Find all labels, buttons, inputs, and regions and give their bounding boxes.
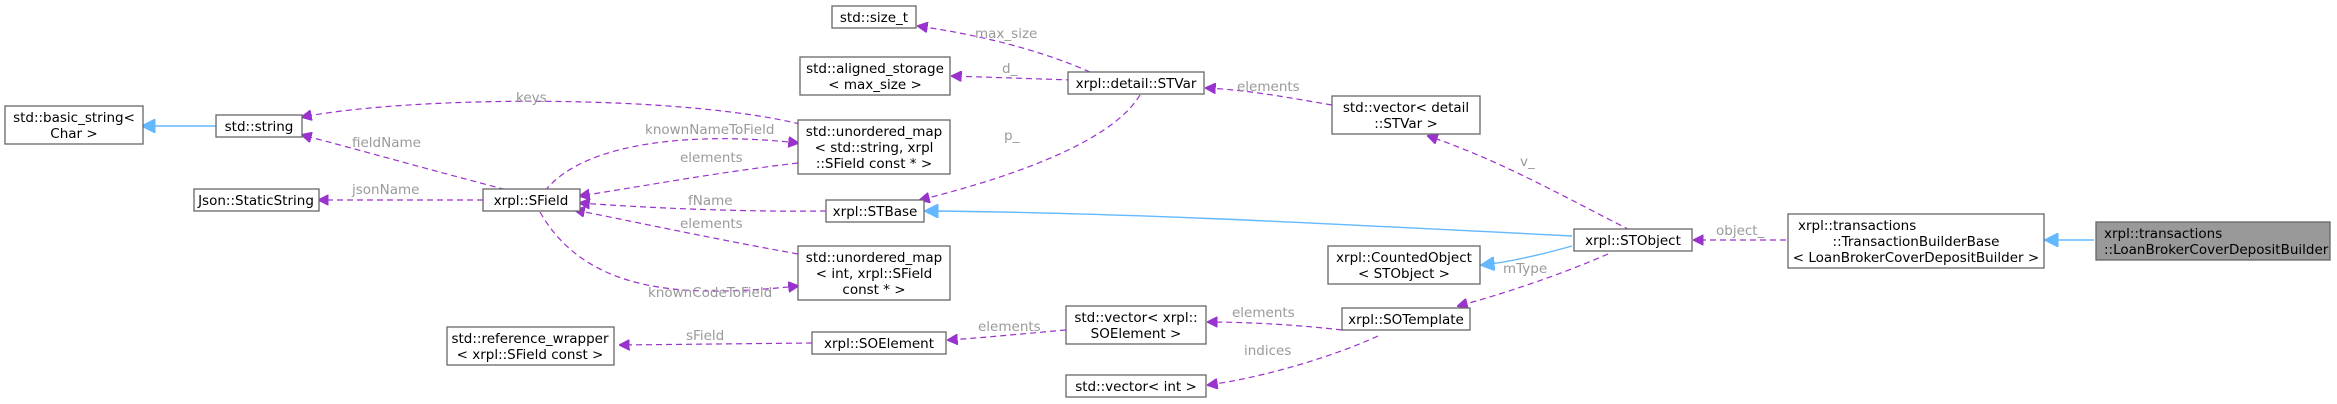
- edge-counted_object_to_stobject: [1482, 245, 1573, 265]
- svg-text:< max_size >: < max_size >: [828, 77, 922, 93]
- node-counted-object[interactable]: xrpl::CountedObject < STObject >: [1327, 245, 1481, 285]
- svg-text:const * >: const * >: [842, 282, 905, 298]
- edges-layer: keys fieldName jsonName knownNameToField…: [143, 26, 2094, 385]
- svg-text:xrpl::SField: xrpl::SField: [494, 193, 569, 209]
- node-stvar[interactable]: xrpl::detail::STVar: [1067, 71, 1205, 95]
- svg-text:std::aligned_storage: std::aligned_storage: [806, 61, 944, 77]
- edge-label-knownNameToField: knownNameToField: [645, 122, 774, 138]
- svg-text:::TransactionBuilderBase: ::TransactionBuilderBase: [1833, 234, 2000, 250]
- node-vector-soelement[interactable]: std::vector< xrpl:: SOElement >: [1065, 305, 1207, 345]
- edge-stbase_to_stobject: [926, 211, 1573, 237]
- svg-text:xrpl::STObject: xrpl::STObject: [1585, 233, 1681, 249]
- edge-string_to_sfield_fieldname: [302, 135, 516, 193]
- edge-umap_string_to_sfield: [580, 162, 799, 196]
- node-soelement[interactable]: xrpl::SOElement: [811, 331, 947, 355]
- svg-text:xrpl::CountedObject: xrpl::CountedObject: [1336, 250, 1472, 266]
- svg-text:< int, xrpl::SField: < int, xrpl::SField: [816, 266, 932, 282]
- svg-text:std::size_t: std::size_t: [840, 10, 908, 26]
- svg-text:Char >: Char >: [50, 126, 97, 142]
- node-vector-stvar[interactable]: std::vector< detail ::STVar >: [1331, 95, 1481, 135]
- edge-sfield_to_umap_string: [544, 139, 798, 192]
- node-unordered-map-string[interactable]: std::unordered_map < std::string, xrpl :…: [797, 119, 951, 175]
- node-json-static-string[interactable]: Json::StaticString: [193, 188, 320, 212]
- svg-text:::SField const * >: ::SField const * >: [816, 156, 932, 172]
- node-stbase[interactable]: xrpl::STBase: [825, 199, 925, 223]
- edge-sfield_to_umap_int: [539, 211, 798, 291]
- svg-text:< xrpl::SField const >: < xrpl::SField const >: [457, 347, 604, 363]
- nodes-layer: std::basic_string< Char > std::string Js…: [4, 5, 2331, 398]
- edge-vector_soelement_to_sotemplate: [1208, 322, 1343, 331]
- svg-text:xrpl::detail::STVar: xrpl::detail::STVar: [1076, 76, 1197, 92]
- edge-sfield_to_stbase: [580, 203, 827, 212]
- node-transaction-builder-base[interactable]: xrpl::transactions ::TransactionBuilderB…: [1787, 213, 2045, 269]
- svg-text:std::string: std::string: [225, 119, 294, 135]
- node-aligned-storage[interactable]: std::aligned_storage < max_size >: [799, 56, 951, 96]
- node-std-string[interactable]: std::string: [215, 114, 303, 138]
- edge-umap_int_to_sfield: [575, 210, 799, 255]
- svg-text:xrpl::transactions: xrpl::transactions: [2104, 226, 2222, 242]
- edge-label-elements-3: elements: [1237, 79, 1300, 95]
- edge-label-elements-2: elements: [680, 216, 743, 232]
- svg-text:< STObject >: < STObject >: [1358, 266, 1450, 282]
- edge-stbase_to_stvar: [920, 94, 1141, 200]
- svg-text:< LoanBrokerCoverDepositBuilde: < LoanBrokerCoverDepositBuilder >: [1793, 250, 2039, 266]
- node-sfield[interactable]: xrpl::SField: [482, 188, 581, 212]
- node-vector-int[interactable]: std::vector< int >: [1065, 374, 1207, 398]
- edge-label-fName: fName: [688, 193, 733, 209]
- svg-text:std::vector< xrpl::: std::vector< xrpl::: [1074, 310, 1197, 326]
- edge-label-v_: v_: [1520, 154, 1535, 170]
- node-sotemplate[interactable]: xrpl::SOTemplate: [1341, 307, 1471, 331]
- svg-text:xrpl::transactions: xrpl::transactions: [1798, 218, 1916, 234]
- edge-label-indices: indices: [1244, 343, 1291, 359]
- edge-string_to_umap_keys: [302, 100, 801, 125]
- edge-reference_wrapper_to_soelement: [620, 343, 813, 345]
- svg-text:std::unordered_map: std::unordered_map: [806, 124, 942, 140]
- edge-label-p_: p_: [1004, 128, 1020, 144]
- edge-label-d_: d_: [1002, 61, 1018, 77]
- edge-aligned_storage_to_stvar: [952, 76, 1073, 80]
- svg-text:std::unordered_map: std::unordered_map: [806, 250, 942, 266]
- edge-sotemplate_to_stobject: [1458, 253, 1609, 306]
- edge-label-elements-1: elements: [680, 150, 743, 166]
- node-stobject[interactable]: xrpl::STObject: [1573, 228, 1693, 252]
- svg-text:std::vector< int >: std::vector< int >: [1075, 379, 1197, 395]
- edge-vector_int_to_sotemplate: [1208, 335, 1379, 385]
- edge-label-object_: object_: [1716, 223, 1765, 239]
- svg-text:SOElement >: SOElement >: [1091, 326, 1182, 342]
- svg-text:::LoanBrokerCoverDepositBuilde: ::LoanBrokerCoverDepositBuilder: [2104, 242, 2329, 258]
- svg-text:xrpl::SOElement: xrpl::SOElement: [824, 336, 934, 352]
- edge-stvar_to_vector_stvar: [1206, 88, 1333, 106]
- node-basic-string[interactable]: std::basic_string< Char >: [4, 105, 144, 145]
- edge-label-jsonName: jsonName: [351, 182, 419, 198]
- node-reference-wrapper[interactable]: std::reference_wrapper < xrpl::SField co…: [446, 326, 615, 366]
- svg-text:std::vector< detail: std::vector< detail: [1343, 100, 1469, 116]
- svg-text:Json::StaticString: Json::StaticString: [197, 193, 314, 209]
- svg-text:xrpl::STBase: xrpl::STBase: [833, 204, 918, 220]
- edge-label-max_size: max_size: [975, 26, 1037, 42]
- edge-label-elements-4: elements: [978, 319, 1041, 335]
- svg-text:std::reference_wrapper: std::reference_wrapper: [451, 331, 609, 347]
- edge-soelement_to_vector_soelement: [948, 329, 1067, 340]
- svg-text:::STVar >: ::STVar >: [1374, 116, 1438, 132]
- svg-text:xrpl::SOTemplate: xrpl::SOTemplate: [1348, 312, 1464, 328]
- edge-label-elements-5: elements: [1232, 305, 1295, 321]
- edge-label-knownCodeToField: knownCodeToField: [648, 285, 772, 301]
- edge-vector_stvar_to_stobject: [1428, 136, 1631, 231]
- node-size-t[interactable]: std::size_t: [831, 5, 917, 29]
- edge-label-keys: keys: [516, 90, 547, 106]
- edge-label-mType: mType: [1503, 261, 1547, 277]
- node-unordered-map-int[interactable]: std::unordered_map < int, xrpl::SField c…: [797, 245, 951, 301]
- edge-label-sField: sField: [686, 328, 724, 344]
- edge-label-fieldName: fieldName: [352, 135, 421, 151]
- node-loan-broker-cover-deposit-builder[interactable]: xrpl::transactions ::LoanBrokerCoverDepo…: [2095, 221, 2331, 261]
- svg-text:< std::string, xrpl: < std::string, xrpl: [815, 140, 934, 156]
- svg-text:std::basic_string<: std::basic_string<: [13, 110, 135, 126]
